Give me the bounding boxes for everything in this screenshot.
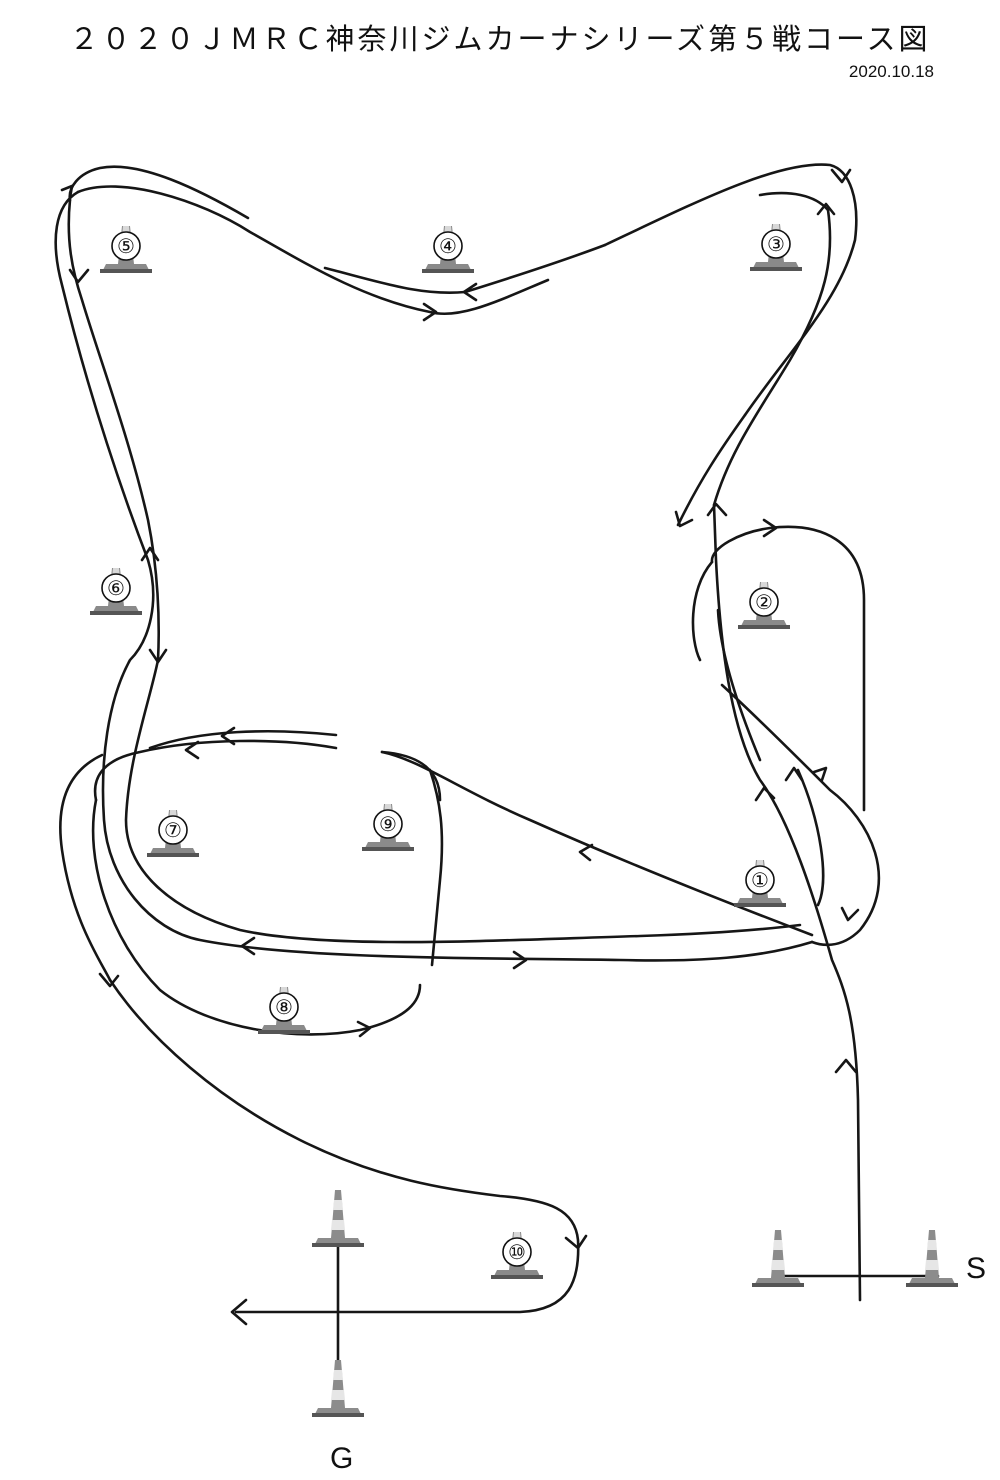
- path-diagonal: [380, 750, 814, 937]
- path-up-to-3: [712, 208, 832, 507]
- path-top-lower: [76, 185, 550, 316]
- cone-10-label: ⑩: [508, 1240, 526, 1264]
- start-cone-right: [906, 1230, 958, 1287]
- path-9-upper: [428, 768, 444, 967]
- cone-5-label: ⑤: [117, 234, 135, 258]
- cone-4-label: ④: [439, 234, 457, 258]
- path-9-loop: [93, 739, 338, 802]
- cone-6-label: ⑥: [107, 576, 125, 600]
- direction-arrows: [60, 168, 860, 1326]
- arrow-9-left-2: [184, 740, 200, 760]
- course-date: 2020.10.18: [848, 62, 934, 81]
- goal-cone-bottom: [312, 1360, 364, 1417]
- arrow-2-up: [706, 502, 728, 517]
- cone-1-label: ①: [751, 868, 769, 892]
- cone-9-label: ⑨: [379, 812, 397, 836]
- arrow-bottom-left: [240, 936, 256, 956]
- arrow-goal: [230, 1298, 248, 1326]
- cone-7-label: ⑦: [164, 818, 182, 842]
- path-top-upper: [463, 243, 607, 294]
- arrow-3-inner: [816, 202, 836, 216]
- arrow-8-right: [356, 1020, 372, 1038]
- arrow-diag: [578, 843, 594, 862]
- arrow-start-up: [834, 1058, 858, 1074]
- path-3-outer: [676, 413, 747, 527]
- cone-9: ⑨: [362, 804, 414, 851]
- goal-cone-top: [312, 1190, 364, 1247]
- path-9-top: [148, 729, 338, 750]
- path-final-run: [108, 978, 580, 1314]
- path-to-1: [720, 683, 881, 947]
- path-loop-2-inner: [691, 560, 714, 662]
- goal-marker: G: [330, 1442, 353, 1475]
- path-1-up: [716, 608, 762, 762]
- arrow-to-1: [812, 766, 828, 782]
- arrow-6-up: [140, 546, 160, 562]
- cone-1: ①: [734, 860, 786, 907]
- path-9-right: [380, 750, 442, 802]
- path-left-outer: [54, 190, 814, 962]
- cone-2-label: ②: [755, 590, 773, 614]
- course-title: ２０２０ＪＭＲＣ神奈川ジムカーナシリーズ第５戦コース図: [69, 22, 931, 56]
- arrow-10-down: [564, 1234, 588, 1250]
- path-start-straight: [712, 503, 862, 1302]
- cone-7: ⑦: [147, 810, 199, 857]
- arrow-3-left-down: [674, 510, 694, 528]
- path-8-loop: [91, 798, 422, 1036]
- cone-2: ②: [738, 582, 790, 629]
- arrow-9-left-1: [220, 726, 236, 746]
- cone-4: ④: [422, 226, 474, 273]
- path-loop-2: [710, 525, 866, 812]
- arrow-1-down: [840, 906, 860, 922]
- arrow-8-down: [98, 972, 120, 988]
- arrow-5-top: [60, 184, 74, 200]
- path-3-inner: [758, 191, 830, 212]
- path-left-inner: [67, 198, 802, 944]
- start-cone-left: [752, 1230, 804, 1287]
- cone-3-label: ③: [767, 232, 785, 256]
- path-top-upper-left: [323, 266, 467, 294]
- arrow-1-up: [754, 786, 776, 802]
- cone-8: ⑧: [258, 987, 310, 1034]
- course-lines: [54, 163, 940, 1366]
- cone-5: ⑤: [100, 226, 152, 273]
- path-1-inner: [796, 768, 825, 907]
- start-marker: S: [966, 1252, 986, 1285]
- arrow-6-down: [148, 648, 168, 664]
- path-3-curve: [603, 163, 858, 417]
- path-top-5-upper: [68, 165, 250, 220]
- cone-3: ③: [750, 224, 802, 271]
- arrow-5-down: [68, 268, 90, 284]
- arrow-bottom-right: [512, 950, 528, 970]
- arrow-1b-up: [784, 766, 804, 782]
- arrow-2-right: [762, 518, 778, 538]
- arrow-4-left: [462, 282, 478, 302]
- cone-6: ⑥: [90, 568, 142, 615]
- cone-8-label: ⑧: [275, 995, 293, 1019]
- arrow-3-top: [830, 168, 852, 184]
- path-8-outer: [59, 753, 112, 982]
- cone-10: ⑩: [491, 1232, 543, 1279]
- arrow-4-right: [422, 302, 438, 322]
